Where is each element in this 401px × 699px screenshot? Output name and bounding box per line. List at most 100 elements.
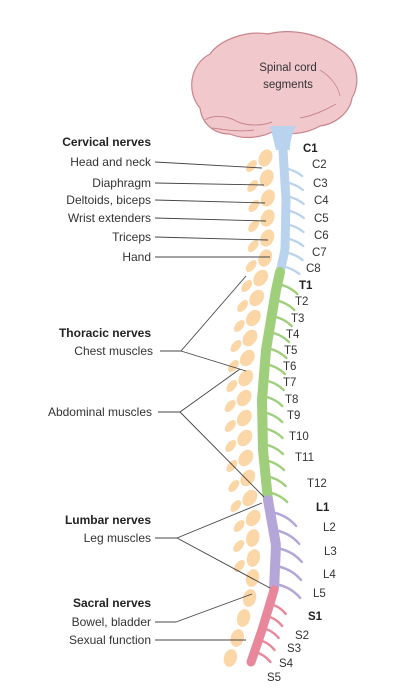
label-diaphragm: Diaphragm bbox=[92, 176, 151, 190]
nerve-root bbox=[273, 298, 296, 312]
vertebra-body bbox=[258, 149, 273, 167]
nerve-root bbox=[268, 510, 298, 528]
cervical-nerves-heading: Cervical nerves bbox=[62, 135, 151, 149]
vertebra-body bbox=[236, 609, 251, 627]
vertebra-process bbox=[230, 340, 242, 352]
vertebra-body bbox=[223, 649, 238, 667]
segment-label-s4: S4 bbox=[279, 658, 294, 670]
segment-label-s3: S3 bbox=[287, 643, 301, 655]
nerve-root bbox=[262, 378, 285, 392]
vertebra-body bbox=[249, 289, 265, 307]
vertebra-process bbox=[227, 360, 239, 372]
segment-label-t10: T10 bbox=[289, 431, 309, 443]
nerve-root bbox=[284, 194, 305, 206]
nerve-root bbox=[268, 602, 287, 616]
vertebra-body bbox=[246, 529, 260, 547]
vertebra-process bbox=[245, 260, 257, 272]
nerve-roots bbox=[253, 166, 305, 664]
vertebra-body bbox=[259, 169, 274, 187]
vertebra-body bbox=[236, 389, 252, 407]
vertebra-body bbox=[246, 549, 261, 567]
segment-labels: C1C2C3C4C5C6C7C8T1T2T3T4T5T6T7T8T9T10T11… bbox=[267, 143, 337, 684]
vertebra-process bbox=[233, 320, 245, 332]
vertebra-process bbox=[224, 420, 236, 432]
vertebra-body bbox=[260, 209, 275, 227]
nerve-root bbox=[261, 626, 280, 640]
vertebra-body bbox=[240, 469, 256, 487]
vertebra-body bbox=[236, 409, 252, 427]
label-leg-muscles: Leg muscles bbox=[84, 531, 151, 545]
nerve-root bbox=[284, 222, 305, 234]
segment-label-t4: T4 bbox=[286, 329, 300, 341]
vertebrae-column bbox=[223, 149, 275, 667]
vertebra-body bbox=[245, 509, 261, 527]
cord-section bbox=[256, 267, 286, 505]
nerve-root bbox=[253, 650, 272, 664]
vertebra-process bbox=[247, 240, 259, 252]
segment-label-c6: C6 bbox=[314, 230, 329, 242]
segment-label-s2: S2 bbox=[295, 630, 309, 642]
vertebra-body bbox=[258, 249, 273, 267]
vertebra-body bbox=[238, 369, 254, 387]
segment-label-s1: S1 bbox=[308, 611, 323, 623]
segment-label-c2: C2 bbox=[312, 159, 327, 171]
brain-icon bbox=[191, 31, 358, 139]
segment-label-t3: T3 bbox=[291, 313, 304, 325]
label-sexual-function: Sexual function bbox=[69, 633, 151, 647]
vertebra-process bbox=[246, 160, 257, 172]
vertebra-body bbox=[239, 349, 255, 367]
segment-label-t8: T8 bbox=[285, 394, 298, 406]
segment-label-l4: L4 bbox=[323, 569, 336, 581]
label-triceps: Triceps bbox=[112, 230, 151, 244]
nerve-root bbox=[265, 614, 284, 628]
vertebra-body bbox=[245, 309, 261, 327]
segment-label-c1: C1 bbox=[303, 143, 318, 155]
vertebra-body bbox=[245, 569, 260, 587]
nerve-root bbox=[283, 180, 305, 192]
segment-label-c4: C4 bbox=[314, 195, 329, 207]
segment-label-c5: C5 bbox=[314, 213, 329, 225]
nerve-root bbox=[272, 528, 301, 546]
segment-label-t12: T12 bbox=[307, 478, 327, 490]
segment-label-c7: C7 bbox=[312, 247, 327, 259]
nerve-root bbox=[267, 330, 291, 344]
segment-label-t1: T1 bbox=[299, 280, 313, 292]
label-bowel-bladder: Bowel, bladder bbox=[72, 615, 151, 629]
label-chest-muscles: Chest muscles bbox=[74, 344, 153, 358]
vertebra-process bbox=[228, 480, 240, 492]
nerve-root bbox=[276, 282, 299, 296]
vertebra-body bbox=[260, 229, 275, 247]
vertebra-process bbox=[226, 380, 238, 392]
brain-title-line2: segments bbox=[263, 79, 313, 91]
vertebra-body bbox=[242, 329, 258, 347]
segment-label-l1: L1 bbox=[316, 502, 330, 514]
nerve-root bbox=[261, 394, 284, 408]
nerve-root bbox=[261, 426, 284, 440]
vertebra-process bbox=[233, 540, 245, 552]
vertebra-process bbox=[225, 440, 237, 452]
segment-label-t2: T2 bbox=[295, 296, 308, 308]
vertebra-process bbox=[230, 500, 242, 512]
label-abdominal-muscles: Abdominal muscles bbox=[48, 405, 152, 419]
segment-label-t7: T7 bbox=[283, 377, 296, 389]
cord-section bbox=[246, 585, 279, 667]
nerve-root bbox=[261, 410, 284, 424]
segment-label-l3: L3 bbox=[324, 546, 337, 558]
lumbar-nerves-heading: Lumbar nerves bbox=[65, 513, 151, 527]
vertebra-body bbox=[260, 189, 275, 207]
vertebra-process bbox=[237, 300, 249, 312]
vertebra-body bbox=[253, 269, 269, 287]
label-deltoids-biceps: Deltoids, biceps bbox=[66, 193, 151, 207]
nerve-root bbox=[265, 346, 288, 360]
nerve-root bbox=[273, 564, 303, 582]
vertebra-body bbox=[230, 629, 244, 647]
vertebra-process bbox=[224, 400, 236, 412]
segment-label-t5: T5 bbox=[284, 345, 297, 357]
segment-label-l2: L2 bbox=[323, 522, 336, 534]
brain-illustration: Spinal cord segments bbox=[191, 31, 358, 150]
nerve-root bbox=[257, 638, 276, 652]
nerve-root bbox=[273, 582, 302, 600]
nerve-root bbox=[263, 362, 287, 376]
cord-section bbox=[263, 495, 281, 593]
